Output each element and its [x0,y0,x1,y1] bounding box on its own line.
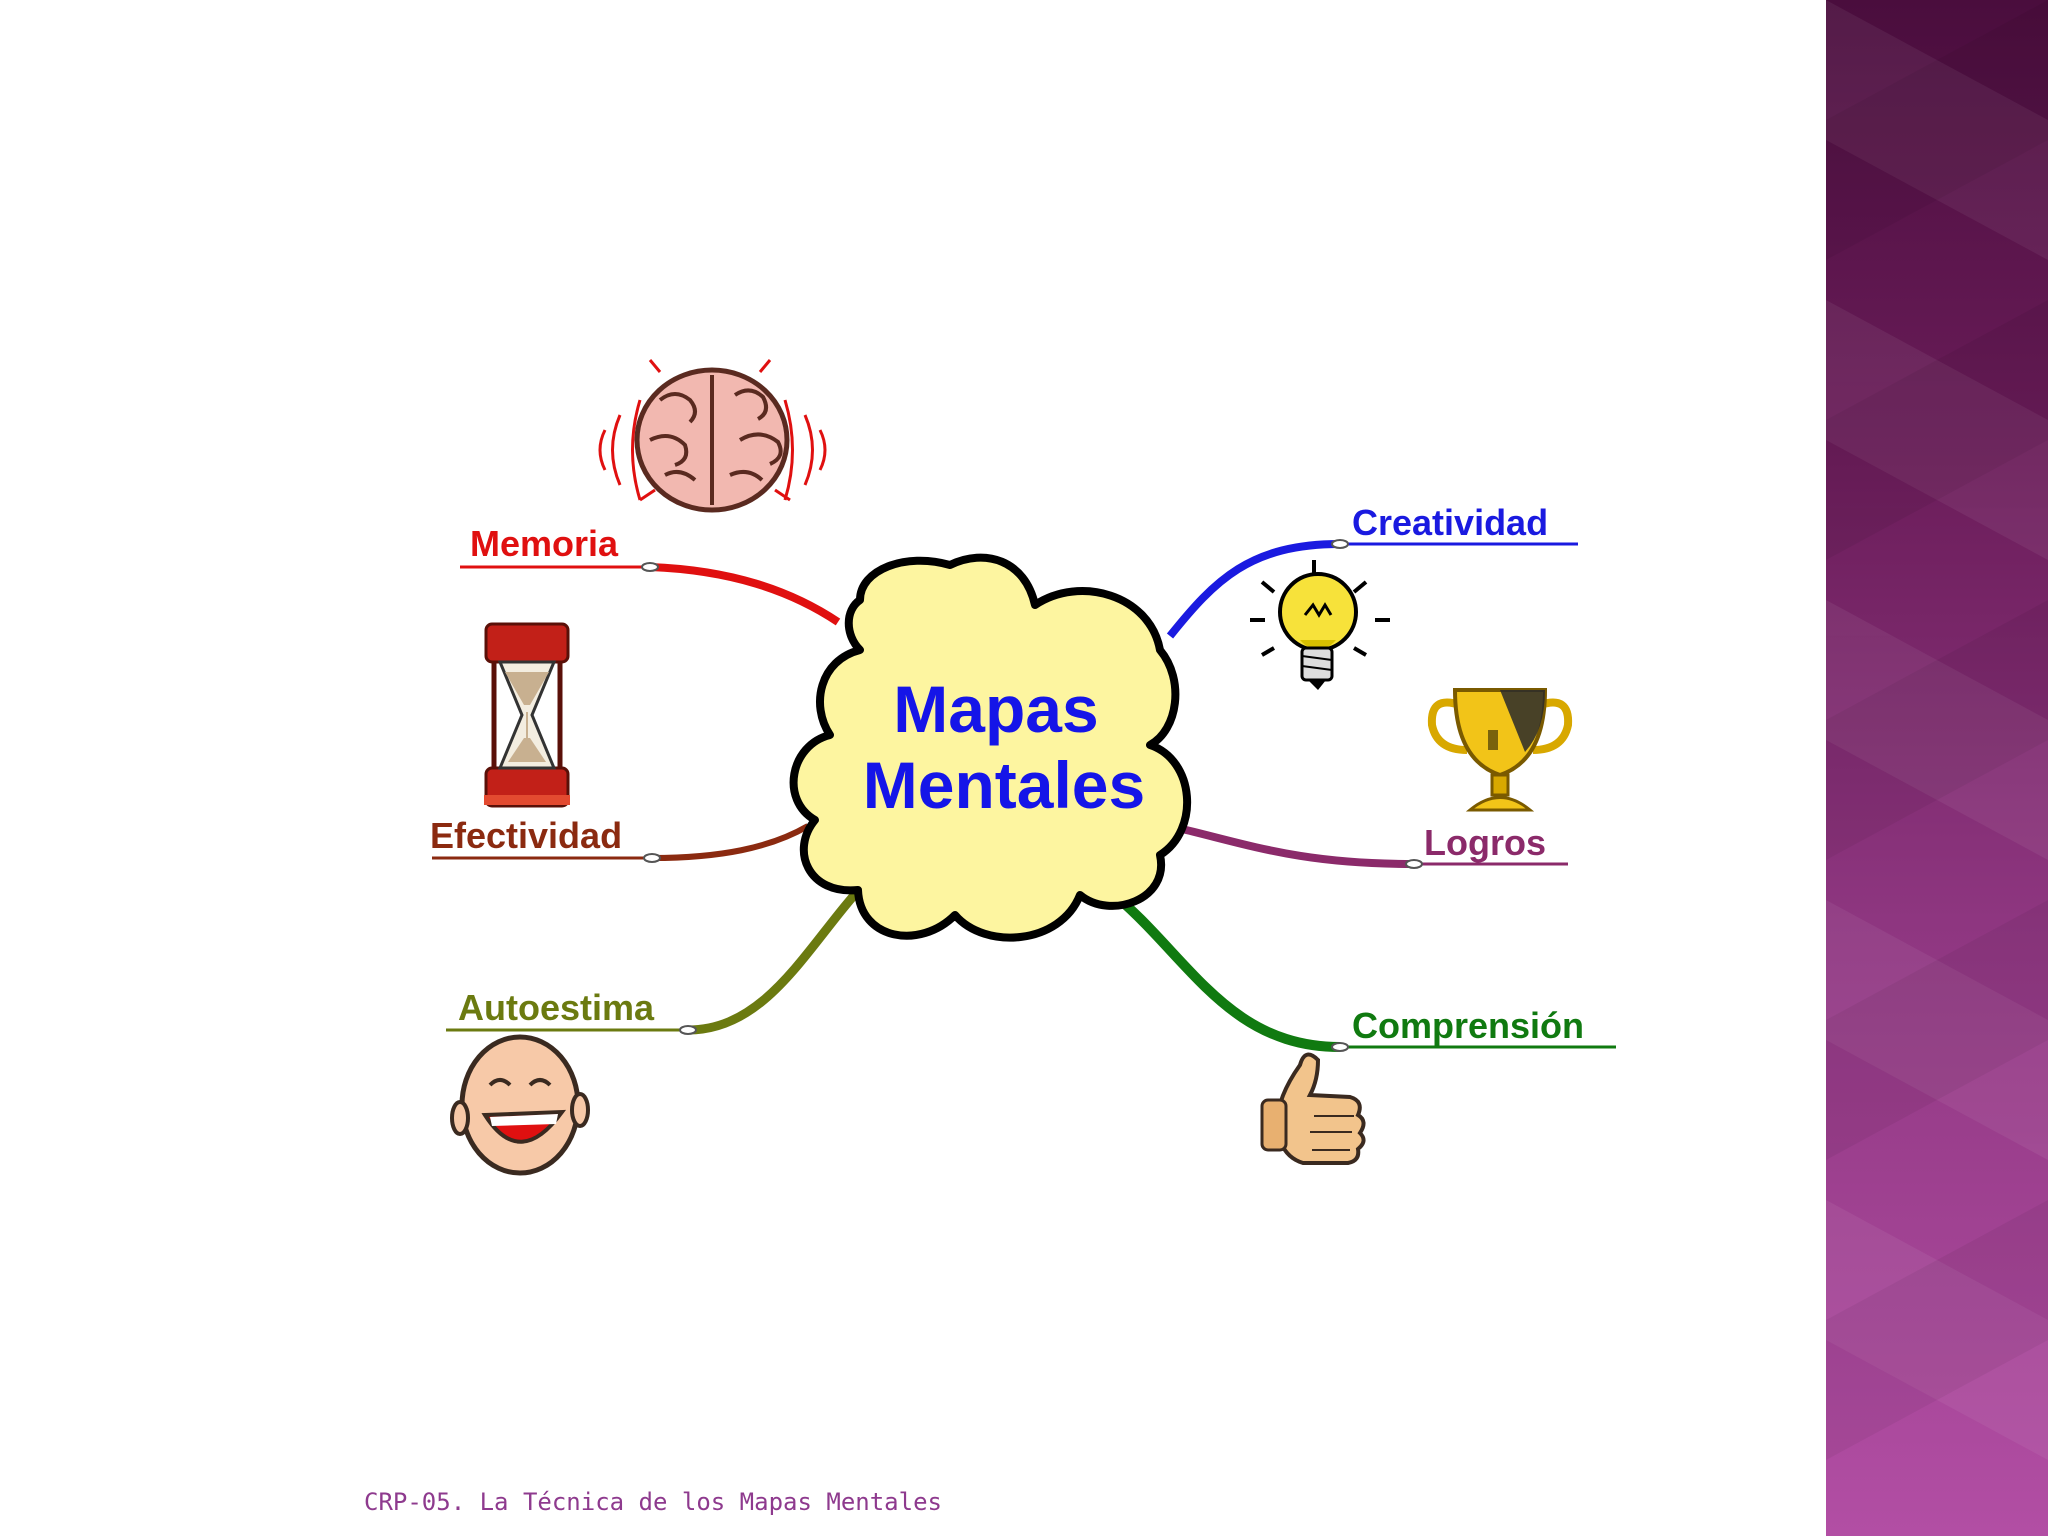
mind-map-diagram: Mapas Mentales Memoria Efectividad Autoe… [430,359,1616,1176]
branch-node-comprension [1331,1042,1349,1052]
branch-line-memoria-thin [649,565,781,592]
brain-icon [598,359,827,513]
center-label-line-1: Mapas [893,672,1098,746]
branch-line-logros [1177,824,1415,868]
branch-node-autoestima [679,1025,697,1035]
branch-line-creatividad [1166,540,1341,639]
decorative-side-band [1826,0,2048,1536]
branch-label-autoestima: Autoestima [458,987,655,1028]
center-label-line-2: Mentales [863,748,1145,822]
branch-node-efectividad [643,853,661,863]
branch-line-comprension [1114,894,1341,1052]
slide: Mapas Mentales Memoria Efectividad Autoe… [364,359,1616,1516]
branch-label-creatividad: Creatividad [1352,502,1548,543]
branch-node-logros [1405,859,1423,869]
branch-label-memoria: Memoria [470,523,619,564]
branch-node-creatividad [1331,539,1349,549]
trophy-icon [1427,688,1573,812]
laughing-face-icon [450,1034,590,1176]
footer-text: CRP-05. La Técnica de los Mapas Mentales [364,1488,942,1516]
branch-label-logros: Logros [1424,822,1546,863]
branch-line-autoestima [687,876,872,1035]
center-cloud [789,553,1192,942]
branch-label-comprension: Comprensión [1352,1005,1584,1046]
branch-line-memoria [649,563,841,626]
branch-label-efectividad: Efectividad [430,815,622,856]
thumbs-up-icon [1260,1052,1366,1165]
side-band-pattern [1826,0,2048,1460]
hourglass-icon [484,622,570,808]
lightbulb-icon [1250,560,1390,690]
branch-node-memoria [641,562,659,572]
branch-line-efectividad [651,823,810,861]
